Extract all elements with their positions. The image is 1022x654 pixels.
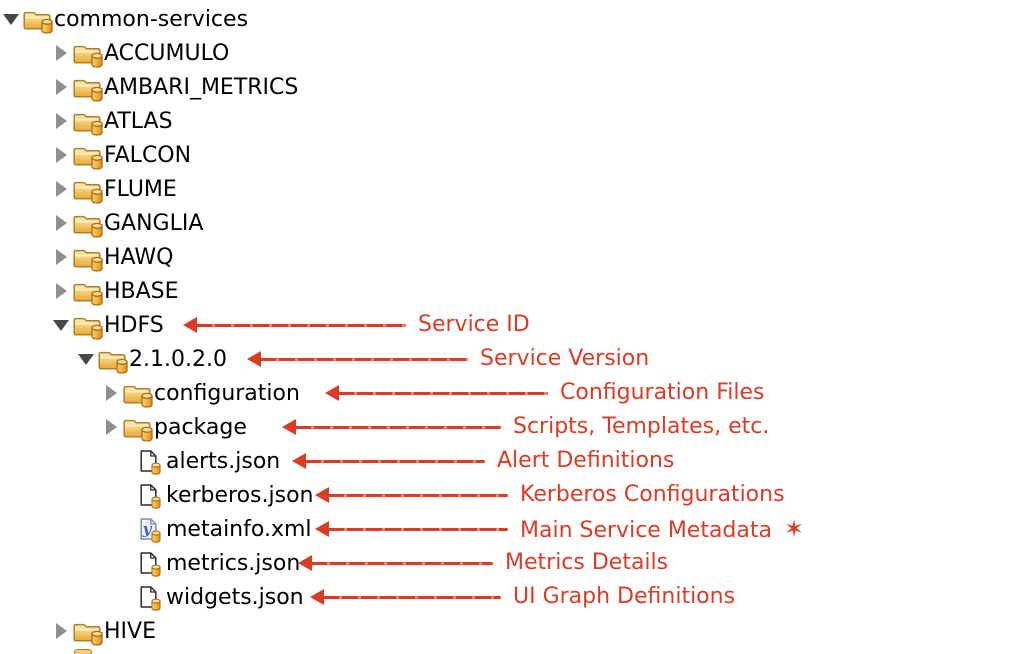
annotation-label-metrics-details: Metrics Details	[505, 550, 669, 575]
folder-icon	[73, 177, 101, 201]
tree-item-hbase[interactable]: HBASE	[53, 274, 179, 308]
triangle-down-icon[interactable]	[3, 11, 19, 27]
xml-file-icon: y	[140, 517, 158, 541]
tree-item-metrics-json[interactable]: metrics.json	[140, 546, 300, 580]
tree-item-label: metainfo.xml	[166, 516, 312, 542]
file-icon	[140, 585, 158, 609]
tree-item-label: package	[154, 414, 247, 440]
triangle-right-icon[interactable]	[53, 113, 69, 129]
annotation-text: Main Service Metadata	[520, 518, 772, 543]
tree-item-label: HDFS	[104, 312, 164, 338]
tree-item-label: AMBARI_METRICS	[104, 74, 299, 100]
folder-icon	[98, 347, 126, 371]
annotation-label-alert-definitions: Alert Definitions	[497, 448, 675, 473]
tree-item-hdfs[interactable]: HDFS	[53, 308, 164, 342]
partial-folder-icon	[74, 649, 92, 654]
folder-icon	[73, 245, 101, 269]
triangle-right-icon[interactable]	[53, 181, 69, 197]
triangle-right-icon[interactable]	[53, 215, 69, 231]
tree-item-label: widgets.json	[166, 584, 304, 610]
xml-glyph: y	[142, 520, 153, 538]
tree-item-hawq[interactable]: HAWQ	[53, 240, 173, 274]
folder-icon	[23, 7, 51, 31]
annotation-label-ui-graph-definitions: UI Graph Definitions	[513, 584, 736, 609]
tree-item-ambari-metrics[interactable]: AMBARI_METRICS	[53, 70, 298, 104]
tree-item-label: 2.1.0.2.0	[129, 346, 227, 372]
annotation-arrow-metrics-details	[298, 555, 493, 571]
annotation-arrow-configuration-files	[325, 385, 548, 401]
tree-item-ganglia[interactable]: GANGLIA	[53, 206, 203, 240]
annotation-label-configuration-files: Configuration Files	[560, 380, 765, 405]
tree-item-flume[interactable]: FLUME	[53, 172, 177, 206]
tree-item-label: common-services	[54, 6, 249, 32]
annotation-arrow-main-service-metadata	[315, 521, 508, 537]
tree-item-widgets-json[interactable]: widgets.json	[140, 580, 304, 614]
tree-item-label: ATLAS	[104, 108, 173, 134]
tree-item-metainfo-xml[interactable]: y metainfo.xml	[140, 512, 312, 546]
folder-icon	[73, 75, 101, 99]
tree-item-package[interactable]: package	[103, 410, 247, 444]
folder-icon	[73, 279, 101, 303]
triangle-right-icon[interactable]	[53, 45, 69, 61]
triangle-right-icon[interactable]	[53, 147, 69, 163]
tree-item-configuration[interactable]: configuration	[103, 376, 300, 410]
triangle-right-icon[interactable]	[103, 419, 119, 435]
annotation-arrow-ui-graph-definitions	[310, 589, 501, 605]
folder-icon	[73, 211, 101, 235]
annotation-label-main-service-metadata: Main Service Metadata ✶	[520, 514, 804, 546]
tree-item-alerts-json[interactable]: alerts.json	[140, 444, 280, 478]
annotation-arrow-service-id	[183, 317, 406, 333]
triangle-right-icon[interactable]	[53, 623, 69, 639]
folder-icon	[123, 381, 151, 405]
annotation-arrow-service-version	[247, 351, 468, 367]
tree-item-falcon[interactable]: FALCON	[53, 138, 191, 172]
folder-icon	[73, 41, 101, 65]
annotation-label-scripts-templates: Scripts, Templates, etc.	[513, 414, 770, 439]
folder-icon	[73, 313, 101, 337]
triangle-right-icon[interactable]	[53, 249, 69, 265]
tree-item-label: GANGLIA	[104, 210, 204, 236]
annotation-arrow-scripts-templates	[282, 419, 501, 435]
tree-item-accumulo[interactable]: ACCUMULO	[53, 36, 229, 70]
triangle-down-icon[interactable]	[53, 317, 69, 333]
file-icon	[140, 551, 158, 575]
triangle-right-icon[interactable]	[103, 385, 119, 401]
triangle-right-icon[interactable]	[53, 79, 69, 95]
tree-item-version[interactable]: 2.1.0.2.0	[78, 342, 227, 376]
tree-item-label: kerberos.json	[166, 482, 314, 508]
annotation-label-service-id: Service ID	[418, 312, 530, 337]
tree-item-atlas[interactable]: ATLAS	[53, 104, 173, 138]
folder-icon	[73, 143, 101, 167]
tree-item-label: HIVE	[104, 618, 156, 644]
folder-icon	[73, 619, 101, 643]
tree-item-kerberos-json[interactable]: kerberos.json	[140, 478, 314, 512]
triangle-down-icon[interactable]	[78, 351, 94, 367]
tree-item-label: metrics.json	[166, 550, 301, 576]
star-icon: ✶	[784, 515, 805, 543]
tree-item-label: ACCUMULO	[104, 40, 230, 66]
tree-item-label: configuration	[154, 380, 300, 406]
triangle-right-icon[interactable]	[53, 283, 69, 299]
folder-icon	[73, 109, 101, 133]
annotation-label-service-version: Service Version	[480, 346, 650, 371]
file-icon	[140, 483, 158, 507]
tree-item-label: HBASE	[104, 278, 179, 304]
tree-item-common-services[interactable]: common-services	[3, 2, 248, 36]
annotation-arrow-kerberos-configurations	[315, 487, 508, 503]
file-icon	[140, 449, 158, 473]
tree-item-label: FALCON	[104, 142, 192, 168]
tree-item-label: HAWQ	[104, 244, 174, 270]
annotation-label-kerberos-configurations: Kerberos Configurations	[520, 482, 785, 507]
folder-icon	[123, 415, 151, 439]
tree-item-label: alerts.json	[166, 448, 281, 474]
tree-item-label: FLUME	[104, 176, 177, 202]
annotation-arrow-alert-definitions	[292, 453, 485, 469]
tree-item-hive[interactable]: HIVE	[53, 614, 156, 648]
